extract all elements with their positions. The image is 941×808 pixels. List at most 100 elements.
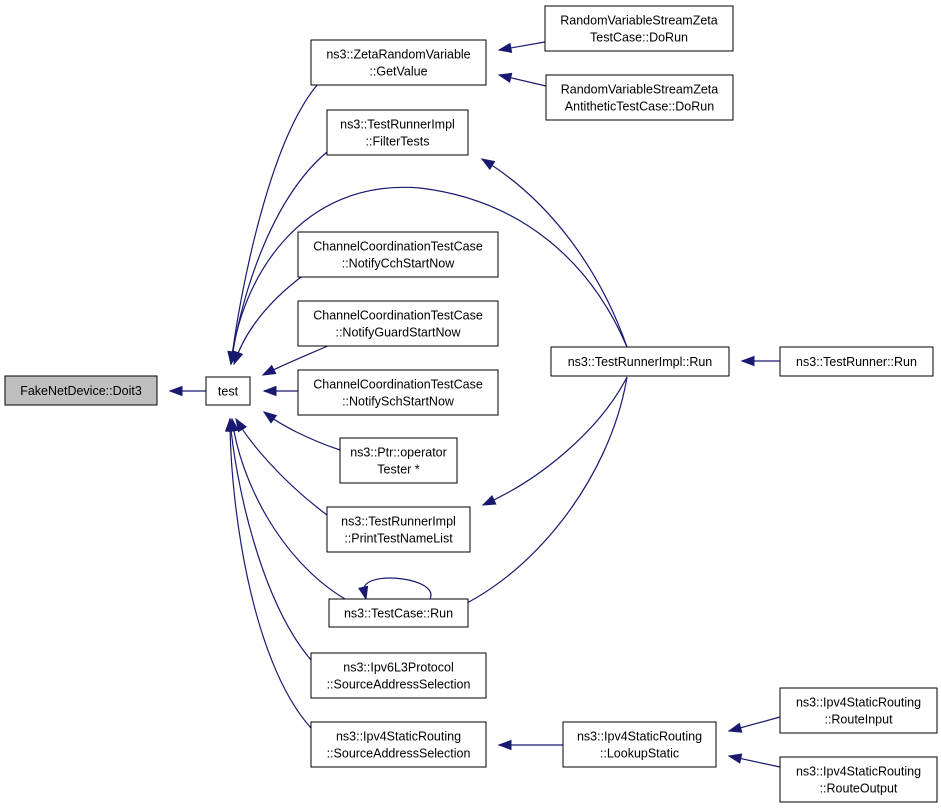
node-zeta-get[interactable]: ns3::ZetaRandomVariable::GetValue: [310, 39, 487, 86]
node-label-line: ns3::TestRunner::Run: [796, 355, 917, 369]
node-label-line: test: [218, 385, 239, 399]
node-label-line: ::LookupStatic: [600, 747, 679, 761]
edges-layer: [168, 41, 781, 768]
node-box: [779, 756, 938, 803]
edge-sch-to-test-arrowhead: [262, 385, 277, 397]
edge-guard-to-test-arrowhead: [261, 364, 277, 376]
node-label-line: ns3::Ptr::operator: [350, 446, 447, 460]
node-box: [310, 652, 487, 699]
node-lookup[interactable]: ns3::Ipv4StaticRouting::LookupStatic: [562, 721, 717, 768]
node-ipv4-sas[interactable]: ns3::Ipv4StaticRouting::SourceAddressSel…: [310, 721, 487, 768]
node-routeout[interactable]: ns3::Ipv4StaticRouting::RouteOutput: [779, 756, 938, 803]
node-label-line: ChannelCoordinationTestCase: [313, 309, 483, 323]
node-box: [326, 506, 471, 553]
edge-printlist-to-test: [235, 418, 328, 516]
node-box: [550, 346, 730, 377]
edge-lookup-to-ipv4-sas-arrowhead: [497, 739, 512, 751]
edge-printlist-to-test-arrowhead: [235, 417, 248, 433]
node-test[interactable]: test: [205, 376, 251, 406]
node-zeta-anti[interactable]: RandomVariableStreamZetaAntitheticTestCa…: [545, 74, 734, 121]
node-box: [328, 598, 469, 628]
node-sch[interactable]: ChannelCoordinationTestCase::NotifySchSt…: [297, 369, 499, 416]
node-label-line: ::RouteInput: [824, 713, 893, 727]
edge-routein-to-lookup-arrowhead: [727, 722, 743, 733]
edge-routeout-to-lookup-arrowhead: [727, 753, 743, 764]
node-box: [310, 721, 487, 768]
node-label-line: ::GetValue: [369, 65, 427, 79]
node-label-line: ns3::TestRunnerImpl: [341, 515, 456, 529]
node-box: [562, 721, 717, 768]
node-label-line: ::NotifySchStartNow: [342, 395, 455, 409]
node-tc-run[interactable]: ns3::TestCase::Run: [328, 598, 469, 628]
edge-tc-run-to-tc-run: [363, 577, 432, 600]
edge-zeta-anti-to-zeta-get-arrowhead: [497, 72, 513, 83]
node-box: [326, 109, 469, 156]
node-tri-run[interactable]: ns3::TestRunnerImpl::Run: [550, 346, 730, 377]
node-label-line: RandomVariableStreamZeta: [560, 14, 718, 28]
edge-tc-run-to-tc-run-arrowhead: [358, 585, 369, 601]
node-label-line: FakeNetDevice::Doit3: [20, 384, 142, 398]
node-box: [205, 376, 251, 406]
node-label-line: ns3::ZetaRandomVariable: [326, 48, 470, 62]
node-guard[interactable]: ChannelCoordinationTestCase::NotifyGuard…: [297, 300, 499, 347]
edge-cch-to-test: [233, 273, 306, 365]
edge-ipv4-sas-to-test: [229, 418, 312, 729]
edge-cch-to-test-arrowhead: [233, 350, 244, 366]
node-ipv6[interactable]: ns3::Ipv6L3Protocol::SourceAddressSelect…: [310, 652, 487, 699]
node-filter[interactable]: ns3::TestRunnerImpl::FilterTests: [326, 109, 469, 156]
node-label-line: TestCase::DoRun: [590, 31, 688, 45]
edge-zeta-tc-to-zeta-get-arrowhead: [497, 42, 513, 54]
edge-tri-run-to-filter-arrowhead: [480, 158, 496, 171]
node-box: [297, 231, 499, 278]
node-label-line: ::PrintTestNameList: [344, 532, 453, 546]
node-label-line: ns3::Ipv4StaticRouting: [336, 730, 461, 744]
edge-tri-run-to-tc-run: [444, 376, 628, 614]
nodes-layer: FakeNetDevice::Doit3 test ns3::ZetaRandomV…: [4, 5, 938, 803]
edge-tc-run-to-test: [231, 418, 346, 600]
node-tr-run[interactable]: ns3::TestRunner::Run: [779, 346, 934, 377]
node-box: [339, 437, 458, 484]
edge-tri-run-to-printlist: [482, 376, 628, 506]
edge-ipv6-to-test: [229, 418, 312, 661]
edge-ptr-to-test: [263, 411, 341, 451]
node-label-line: RandomVariableStreamZeta: [561, 83, 719, 97]
node-label-line: ::FilterTests: [366, 135, 430, 149]
node-printlist[interactable]: ns3::TestRunnerImpl::PrintTestNameList: [326, 506, 471, 553]
node-root[interactable]: FakeNetDevice::Doit3: [4, 375, 158, 406]
node-box: [4, 375, 158, 406]
node-label-line: ns3::TestCase::Run: [344, 607, 453, 621]
edge-tri-run-to-printlist-arrowhead: [481, 495, 497, 506]
node-box: [297, 300, 499, 347]
node-label-line: ns3::Ipv6L3Protocol: [343, 661, 454, 675]
edge-ipv4-sas-to-test-arrowhead: [224, 417, 236, 432]
node-box: [297, 369, 499, 416]
node-label-line: ns3::Ipv4StaticRouting: [796, 696, 921, 710]
node-cch[interactable]: ChannelCoordinationTestCase::NotifyCchSt…: [297, 231, 499, 278]
node-label-line: ns3::TestRunnerImpl: [340, 118, 455, 132]
edge-zeta-get-to-test: [230, 83, 319, 365]
node-label-line: ChannelCoordinationTestCase: [313, 378, 483, 392]
node-label-line: AntitheticTestCase::DoRun: [565, 100, 714, 114]
node-label-line: ns3::Ipv4StaticRouting: [577, 730, 702, 744]
node-box: [545, 74, 734, 121]
edge-tr-run-to-tri-run-arrowhead: [740, 355, 755, 367]
node-label-line: ::NotifyGuardStartNow: [335, 326, 461, 340]
node-label-line: ChannelCoordinationTestCase: [313, 240, 483, 254]
node-box: [544, 5, 734, 52]
edge-tri-run-to-filter: [481, 158, 628, 348]
node-box: [779, 687, 938, 734]
edge-ptr-to-test-arrowhead: [262, 411, 278, 424]
node-label-line: ns3::TestRunnerImpl::Run: [568, 355, 713, 369]
node-label-line: ::SourceAddressSelection: [327, 678, 471, 692]
node-routein[interactable]: ns3::Ipv4StaticRouting::RouteInput: [779, 687, 938, 734]
node-label-line: Tester *: [377, 463, 420, 477]
node-box: [310, 39, 487, 86]
node-label-line: ns3::Ipv4StaticRouting: [796, 765, 921, 779]
edge-test-to-root-arrowhead: [168, 385, 183, 397]
node-label-line: ::SourceAddressSelection: [327, 747, 471, 761]
node-label-line: ::NotifyCchStartNow: [342, 257, 456, 271]
node-box: [779, 346, 934, 377]
